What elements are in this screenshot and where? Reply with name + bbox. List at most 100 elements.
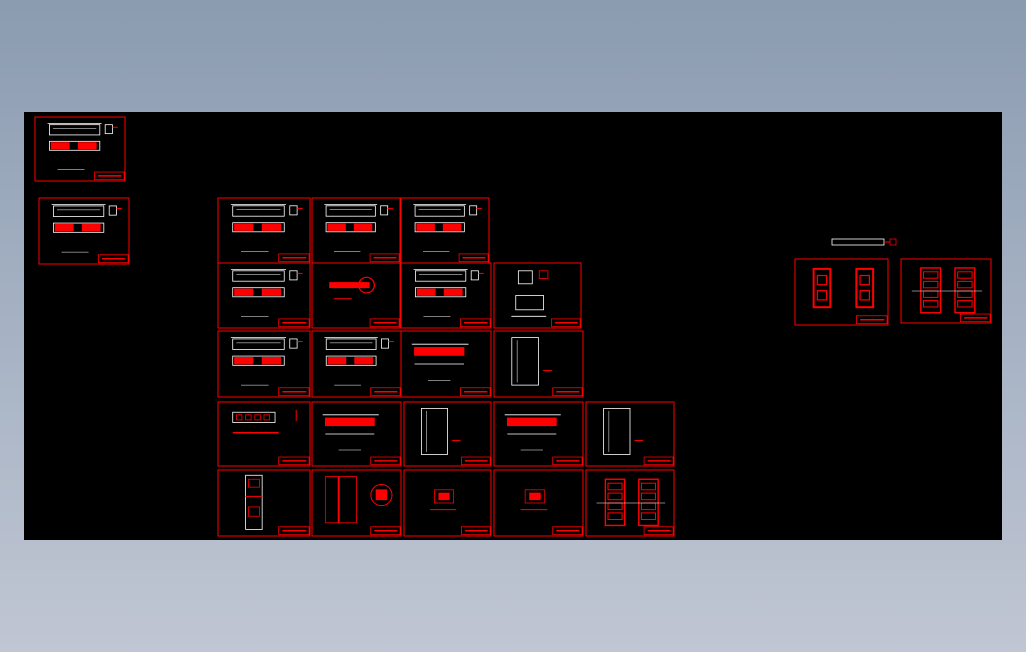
drawing-shape: [232, 222, 285, 233]
drawing-shape: [217, 401, 311, 467]
drawing-shape: [859, 274, 870, 286]
drawing-shape: [603, 408, 631, 455]
drawing-shape: [551, 318, 581, 328]
sheet-g2-3: [400, 262, 492, 329]
drawing-shape: [470, 270, 479, 281]
drawing-shape: [524, 489, 546, 504]
drawing-shape: [380, 205, 389, 216]
drawing-shape: [493, 330, 584, 398]
sheet-r1-a: [38, 197, 130, 265]
drawing-shape: [859, 290, 870, 301]
drawing-shape: [311, 401, 402, 467]
drawing-shape: [920, 267, 942, 314]
drawing-shape: [552, 526, 583, 536]
drawing-shape: [960, 313, 991, 323]
drawing-shape: [235, 414, 243, 421]
drawing-shape: [403, 469, 492, 537]
drawing-shape: [34, 116, 126, 182]
drawing-shape: [263, 414, 270, 421]
sheet-g5-4: [493, 469, 584, 537]
drawing-shape: [442, 223, 462, 231]
drawing-sheets: [34, 116, 992, 537]
drawing-shape: [52, 222, 105, 233]
drawing-shape: [289, 205, 298, 216]
drawing-shape: [517, 270, 533, 285]
sheet-g3-3: [400, 330, 492, 398]
sheet-g1-3: [400, 197, 490, 264]
sheet-g2-2: [311, 262, 401, 329]
drawing-shape: [923, 300, 939, 308]
drawing-shape: [957, 271, 973, 279]
drawing-shape: [98, 254, 129, 264]
drawing-shape: [434, 489, 454, 504]
sheet-right-1: [794, 258, 889, 326]
drawing-shape: [443, 288, 463, 296]
drawing-shape: [552, 456, 583, 466]
drawing-shape: [416, 223, 435, 231]
drawing-shape: [529, 492, 541, 501]
drawing-shape: [954, 267, 976, 314]
drawing-shape: [414, 270, 467, 282]
drawing-shape: [234, 223, 254, 231]
drawing-shape: [325, 338, 377, 350]
drawing-shape: [369, 253, 400, 263]
drawing-shape: [640, 492, 657, 501]
drawing-shape: [607, 512, 623, 521]
drawing-shape: [855, 267, 875, 309]
drawing-shape: [461, 526, 491, 536]
drawing-shape: [108, 205, 117, 216]
drawing-shape: [607, 482, 623, 491]
drawing-shape: [369, 318, 400, 328]
sheet-g4-2: [311, 401, 402, 467]
drawing-shape: [538, 270, 549, 280]
drawing-shape: [515, 295, 544, 311]
drawing-shape: [324, 417, 375, 427]
drawing-shape: [461, 456, 491, 466]
drawing-shape: [640, 482, 657, 491]
drawing-shape: [414, 205, 465, 217]
drawing-shape: [420, 408, 448, 455]
drawing-shape: [278, 526, 310, 536]
drawing-shape: [289, 338, 298, 349]
drawing-shape: [217, 330, 311, 398]
drawing-shape: [552, 387, 583, 397]
drawing-shape: [261, 223, 281, 231]
drawing-shape: [604, 478, 626, 527]
drawing-shape: [327, 223, 346, 231]
sheet-g5-1: [217, 469, 311, 537]
sheet-g4-3: [403, 401, 492, 467]
drawing-shape: [900, 258, 992, 324]
drawing-shape: [957, 300, 973, 308]
drawing-shape: [493, 262, 582, 329]
drawing-shape: [278, 456, 310, 466]
drawing-shape: [640, 512, 657, 521]
drawing-shape: [234, 356, 254, 365]
drawing-shape: [607, 502, 623, 511]
drawing-shape: [370, 456, 401, 466]
drawing-shape: [278, 387, 310, 397]
drawing-shape: [278, 253, 310, 263]
drawing-shape: [261, 356, 281, 365]
drawing-shape: [370, 484, 393, 507]
sheet-g1-2: [311, 197, 401, 264]
drawing-shape: [585, 469, 675, 537]
cad-drawing-canvas[interactable]: [24, 112, 1002, 540]
drawing-shape: [48, 140, 101, 151]
drawing-shape: [50, 142, 70, 150]
drawing-shape: [381, 338, 389, 349]
drawing-shape: [643, 456, 674, 466]
drawing-shape: [232, 411, 276, 423]
drawing-shape: [855, 315, 888, 325]
drawing-shape: [325, 222, 376, 233]
drawing-shape: [247, 478, 260, 488]
drawing-shape: [38, 197, 130, 265]
sheet-g4-4: [493, 401, 584, 467]
drawing-shape: [638, 478, 659, 527]
drawing-shape: [354, 356, 373, 365]
drawing-shape: [358, 276, 375, 294]
drawing-shape: [232, 355, 285, 366]
drawing-shape: [414, 222, 465, 233]
drawing-shape: [329, 282, 370, 289]
sheet-g3-2: [311, 330, 402, 398]
drawing-shape: [607, 492, 623, 501]
